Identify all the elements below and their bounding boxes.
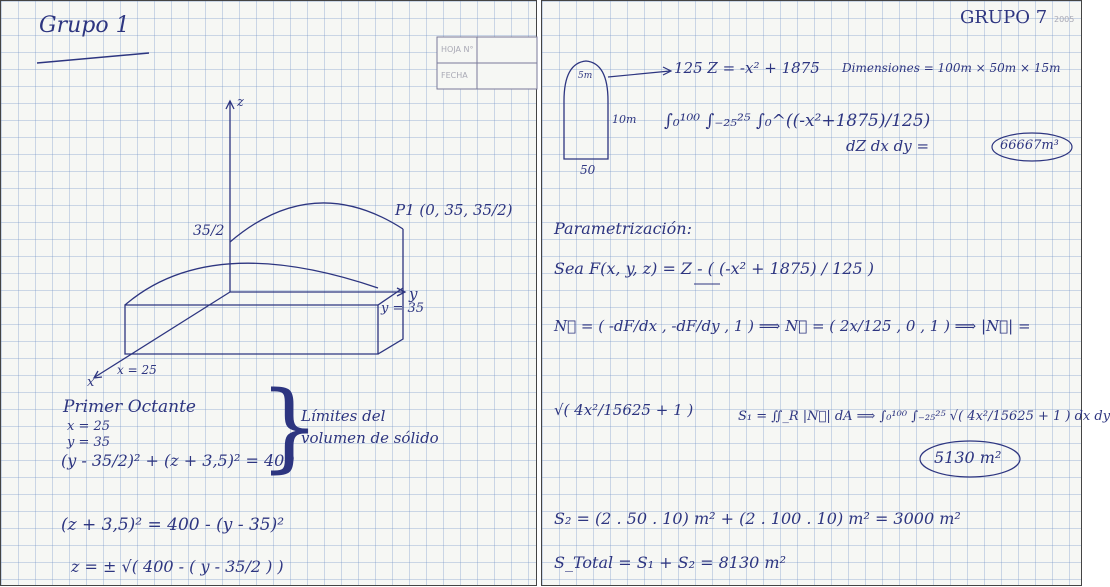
volume-integral-differentials: dZ dx dy =: [846, 137, 930, 155]
point-p1-label: P1 (0, 35, 35/2): [395, 201, 513, 219]
parametrization-definition: Sea F(x, y, z) = Z - ( (-x² + 1875) / 12…: [554, 259, 875, 278]
header-fecha: FECHA: [441, 71, 468, 80]
circle-equation: (y - 35/2)² + (z + 3,5)² = 400: [61, 451, 295, 470]
volume-integral-limits: ∫₀¹⁰⁰ ∫₋₂₅²⁵ ∫₀^((-x²+1875)/125): [664, 111, 931, 131]
volume-result: 66667m³: [1000, 138, 1059, 153]
x-axis-label: x: [87, 375, 95, 390]
s2-equation: S₂ = (2 . 50 . 10) m² + (2 . 100 . 10) m…: [554, 509, 961, 528]
shape-side-label: 10m: [612, 113, 637, 126]
left-notebook-page: Grupo 1 z y x 35/2 P1 (0, 35, 35/2) y = …: [0, 0, 538, 586]
normal-norm-value: √( 4x²/15625 + 1 ): [554, 401, 694, 419]
height-label: 35/2: [193, 223, 225, 239]
corner-text: 2005: [1054, 15, 1075, 24]
s-total-equation: S_Total = S₁ + S₂ = 8130 m²: [554, 553, 786, 572]
octant-title: Primer Octante: [63, 397, 196, 417]
z-squared-equation: (z + 3,5)² = 400 - (y - 35)²: [61, 515, 285, 535]
limits-note-line1: Límites del: [301, 407, 386, 425]
x-equals-label: x = 25: [117, 363, 157, 377]
dimensions-text: Dimensiones = 100m × 50m × 15m: [842, 61, 1061, 75]
shape-bottom-label: 50: [580, 163, 596, 177]
s1-result: 5130 m²: [934, 448, 1002, 467]
normal-vector-definition: N⃗ = ( -dF/dx , -dF/dy , 1 ) ⟹ N⃗ = ( 2x…: [554, 317, 1031, 335]
main-equation: 125 Z = -x² + 1875: [674, 59, 820, 77]
y-equals-label: y = 35: [381, 301, 425, 316]
octant-x: x = 25: [67, 419, 111, 434]
limits-brace: }: [259, 371, 321, 483]
right-page-drawing: [563, 60, 1073, 478]
shape-top-label: 5m: [578, 71, 593, 81]
z-axis-label: z: [237, 95, 244, 110]
left-page-title: Grupo 1: [39, 13, 130, 38]
right-page-title: GRUPO 7: [960, 7, 1048, 28]
right-notebook-page: GRUPO 7 2005 5m 10m 50 125 Z = -x² + 187…: [541, 0, 1110, 586]
header-hoja: HOJA N°: [441, 45, 474, 54]
left-page-drawing: [36, 36, 538, 379]
limits-note-line2: volumen de sólido: [301, 429, 439, 447]
parametrization-title: Parametrización:: [554, 219, 692, 238]
z-solution-equation: z = ± √( 400 - ( y - 35/2 ) ): [71, 557, 284, 576]
s1-definition: S₁ = ∬_R |N⃗| dA ⟹ ∫₀¹⁰⁰ ∫₋₂₅²⁵ √( 4x²/1…: [738, 409, 1110, 424]
octant-y: y = 35: [67, 435, 111, 450]
y-axis-label: y: [409, 285, 418, 303]
